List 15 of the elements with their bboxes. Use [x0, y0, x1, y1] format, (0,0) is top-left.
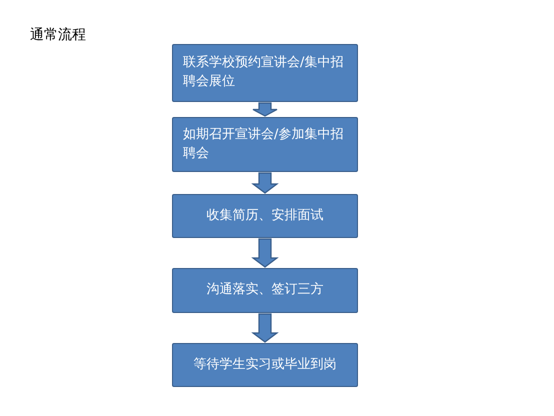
- step-text: 等待学生实习或毕业到岗: [194, 356, 336, 374]
- step-text: 收集简历、安排面试: [206, 206, 324, 225]
- process-box: [172, 343, 358, 387]
- process-box: [172, 117, 358, 172]
- process-box: [172, 268, 358, 313]
- block-arrow: [251, 313, 279, 343]
- step-text: 联系学校预约宣讲会/集中招聘会展位: [183, 54, 344, 91]
- block-arrow: [252, 102, 278, 117]
- process-box: [172, 44, 358, 102]
- step-text: 如期召开宣讲会/参加集中招聘会: [183, 126, 344, 162]
- block-arrow: [251, 238, 279, 268]
- step-text: 沟通落实、签订三方: [206, 281, 324, 300]
- process-box: [172, 194, 358, 238]
- diagram-title: 通常流程: [30, 26, 86, 44]
- block-arrow: [251, 172, 279, 194]
